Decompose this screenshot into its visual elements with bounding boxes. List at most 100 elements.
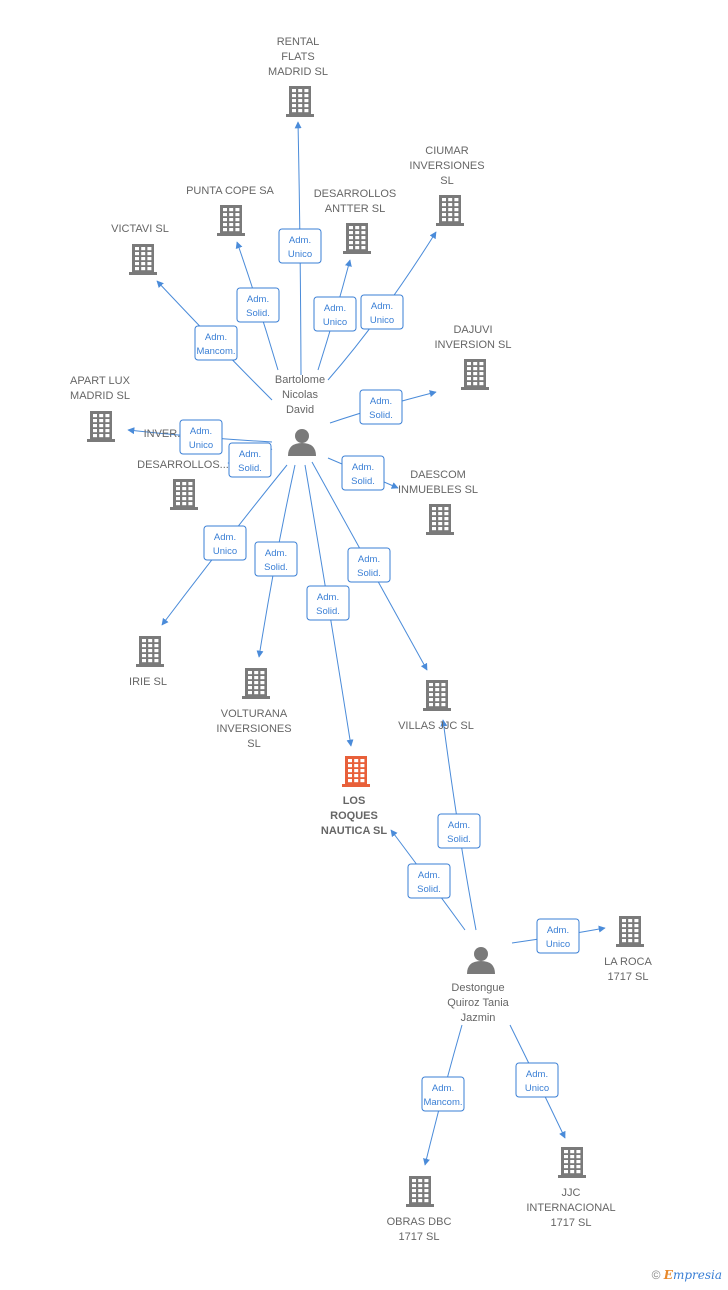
edge-labels-layer: Adm.UnicoAdm.Solid.Adm.UnicoAdm.UnicoAdm… [179,228,580,1112]
edge-label-text: Adm.Unico [288,235,312,260]
company-daescom-building-icon[interactable] [426,504,454,535]
edge-label-line: Solid. [369,410,393,421]
edge-label-bartolome-volturana[interactable]: Adm. Solid. [254,541,298,577]
company-victavi-building-icon[interactable] [129,244,157,275]
edge-label-box [421,1076,465,1112]
edge-label-line: Adm. [190,426,212,437]
edge-label-line: Adm. [418,870,440,881]
company-jjc-label-line: 1717 SL [551,1217,592,1229]
edge-label-bartolome-ciumar[interactable]: Adm.Unico [360,294,404,330]
edge-label-box [313,296,357,332]
edge-label-bartolome-rental[interactable]: Adm.Unico [278,228,322,264]
edge-label-line: Solid. [357,568,381,579]
edge-label-destongue-jjc[interactable]: Adm. Unico [515,1062,559,1098]
company-daescom-label-line: INMUEBLES SL [398,484,478,496]
edge-label-line: Adm. [371,301,393,312]
person-destongue-icon[interactable] [467,947,495,974]
edge-label-line: Unico [288,249,312,260]
edge-label-box [437,813,481,849]
edge-label-bartolome-losroques[interactable]: Adm.Solid. [306,585,350,621]
company-irie-building-icon[interactable] [136,636,164,667]
company-villas-building-icon[interactable] [423,680,451,711]
person-bartolome-icon[interactable] [288,429,316,456]
company-jjc-building-icon[interactable] [558,1147,586,1178]
edge-label-text: Adm.Solid. [246,294,270,319]
brand-logo: Empresia [663,1268,722,1282]
edge-label-text: Adm.Unico [323,303,347,328]
edge-label-bartolome-puntacope[interactable]: Adm.Solid. [236,287,280,323]
company-puntacope-building-icon[interactable] [217,205,245,236]
edge-label-box [254,541,298,577]
edge-label-line: Unico [323,317,347,328]
company-victavi-label-line: VICTAVI SL [111,223,169,235]
edge-label-bartolome-daescom[interactable]: Adm.Solid. [341,455,385,491]
edge-label-line: Mancom. [423,1097,462,1108]
edge-label-text: Adm.Unico [189,426,213,451]
edge-label-line: Solid. [238,463,262,474]
edge-label-box [515,1062,559,1098]
company-ciumar-label-line: INVERSIONES [409,160,484,172]
edge-label-bartolome-victavi[interactable]: Adm.Mancom. [194,325,238,361]
company-dajuvi-label-line: DAJUVI [453,324,492,336]
edge-label-bartolome-villas[interactable]: Adm.Solid. [347,547,391,583]
company-apartlux-label-line: MADRID SL [70,390,130,402]
edge-label-line: Adm. [526,1069,548,1080]
edge-label-line: Adm. [265,548,287,559]
edge-label-bartolome-irie[interactable]: Adm.Unico [203,525,247,561]
edge-label-line: Unico [525,1083,549,1094]
edge-label-bartolome-desarrollos2[interactable]: Adm.Solid. [228,442,272,478]
company-desarrollos2-label: DESARROLLOS... [137,459,229,471]
company-rental-label-line: RENTAL [277,36,320,48]
footer-brand[interactable]: © Empresia [652,1268,722,1282]
edge-label-box [407,863,451,899]
person-destongue-label-line: Destongue [451,982,504,994]
company-obras-building-icon[interactable] [406,1176,434,1207]
edge-label-box [536,918,580,954]
company-inver-label: INVER... [144,428,187,440]
edge-label-bartolome-desantter[interactable]: Adm.Unico [313,296,357,332]
edge-label-line: Adm. [247,294,269,305]
company-laroca-building-icon[interactable] [616,916,644,947]
company-daescom-label: DAESCOM INMUEBLES SL [398,469,478,496]
company-rental-label-line: MADRID SL [268,66,328,78]
company-puntacope-label-line: PUNTA COPE SA [186,185,274,197]
company-obras-label-line: OBRAS DBC [387,1216,452,1228]
edge-label-text: Adm.Solid. [351,462,375,487]
edge-label-text: Adm.Solid. [369,396,393,421]
company-desarrollos2-building-icon[interactable] [170,479,198,510]
company-ciumar-label-line: SL [440,175,453,187]
company-volturana-building-icon[interactable] [242,668,270,699]
company-desantter-label-line: DESARROLLOS [314,188,397,200]
company-daescom-label-line: DAESCOM [410,469,466,481]
company-losroques-label-line: LOS [343,795,366,807]
edge-label-destongue-losroques[interactable]: Adm.Solid. [407,863,451,899]
edge-label-bartolome-apartlux[interactable]: Adm.Unico [179,419,223,455]
edge-label-line: Adm. [317,592,339,603]
company-laroca-label-line: 1717 SL [608,971,649,983]
edge-label-box [306,585,350,621]
edge-label-text: Adm.Solid. [238,449,262,474]
edge-label-line: Solid. [447,834,471,845]
edge-label-destongue-obras[interactable]: Adm. Mancom. [421,1076,465,1112]
edge-label-destongue-villas[interactable]: Adm. Solid. [437,813,481,849]
edge-label-line: Solid. [264,562,288,573]
company-desantter-building-icon[interactable] [343,223,371,254]
edge-label-destongue-laroca[interactable]: Adm.Unico [536,918,580,954]
company-laroca-label-line: LA ROCA [604,956,652,968]
edge-label-line: Adm. [448,820,470,831]
edge-label-line: Adm. [432,1083,454,1094]
company-ciumar-building-icon[interactable] [436,195,464,226]
edge-label-text: Adm.Unico [546,925,570,950]
edge-label-text: Adm.Solid. [357,554,381,579]
company-dajuvi-building-icon[interactable] [461,359,489,390]
edge-label-bartolome-dajuvi[interactable]: Adm.Solid. [359,389,403,425]
company-rental-building-icon[interactable] [286,86,314,117]
company-apartlux-building-icon[interactable] [87,411,115,442]
company-losroques-building-icon[interactable] [342,756,370,787]
